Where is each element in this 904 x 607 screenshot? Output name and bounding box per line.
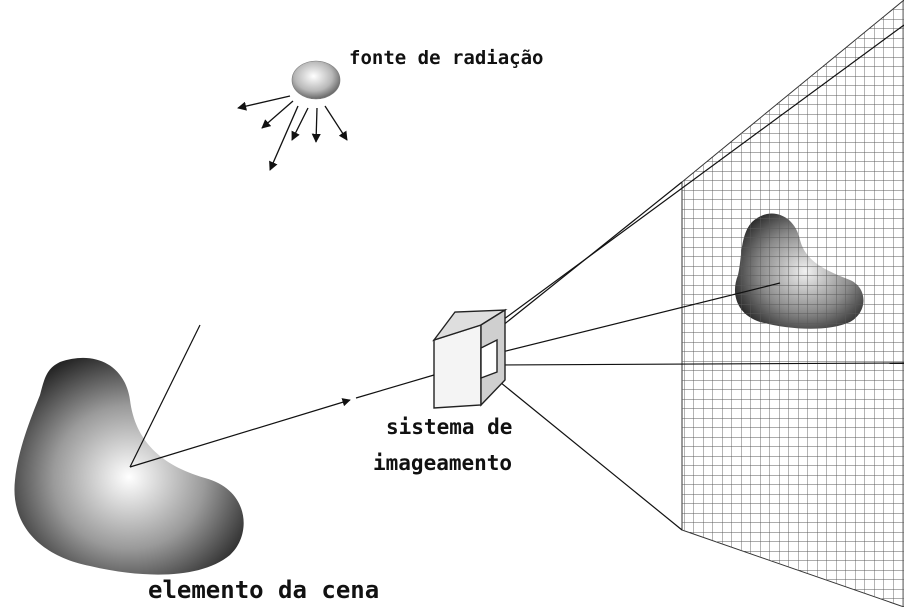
ray-upper — [496, 181, 683, 331]
radiation-source-icon — [291, 60, 341, 100]
label-imaging-system-line1: sistema de — [386, 415, 512, 439]
radiation-arrow — [311, 107, 321, 143]
radiation-arrow — [291, 107, 309, 141]
reflected-ray-continuation — [355, 374, 435, 399]
ray-middle — [494, 362, 904, 366]
label-radiation-source: fonte de radiação — [349, 47, 543, 69]
radiation-arrow — [261, 100, 294, 129]
image-plane — [681, 0, 904, 607]
radiation-arrow — [269, 105, 299, 171]
incident-ray — [129, 324, 201, 468]
imaging-system-box — [432, 308, 508, 409]
ray-top — [499, 24, 904, 323]
image-plane-grid — [682, 0, 904, 607]
projection-rays — [489, 24, 904, 531]
camera-lens — [480, 338, 498, 380]
radiation-arrow — [324, 105, 348, 141]
radiation-arrows — [237, 95, 348, 171]
scene-rays — [129, 324, 435, 468]
ray-bottom — [494, 377, 683, 531]
label-imaging-system-line2: imageamento — [373, 451, 512, 475]
label-scene-element: elemento da cena — [148, 576, 379, 604]
radiation-arrow — [237, 95, 291, 111]
reflected-ray — [129, 398, 351, 468]
scene-element-object — [14, 357, 244, 575]
ray-to-image-point — [489, 282, 781, 356]
